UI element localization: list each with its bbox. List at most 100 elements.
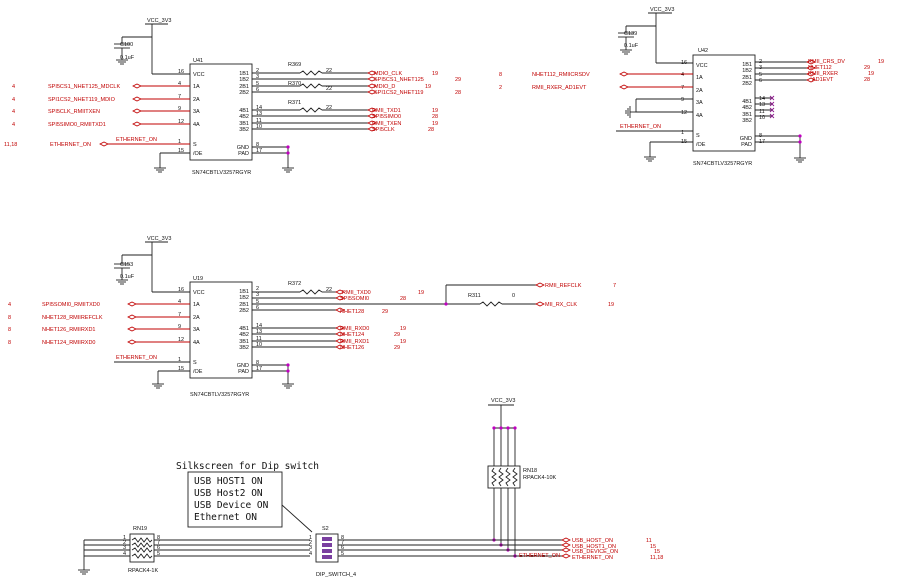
s2-pins-right-5: 5 bbox=[341, 551, 344, 557]
u42-pin-name-pad: PAD bbox=[741, 142, 752, 148]
u42-rnet1-sheet: 19 bbox=[878, 59, 884, 65]
rn19-pins-left-3: 3 bbox=[123, 545, 126, 551]
u41-rnet3: MDIO_D bbox=[374, 84, 395, 90]
u19-rnet7: NHET126 bbox=[340, 345, 364, 351]
s2-pins-left-4: 4 bbox=[309, 551, 312, 557]
u19-rnet4: RMII_RXD0 bbox=[340, 326, 369, 332]
u42-pin-name-3b2: 3B2 bbox=[742, 118, 752, 124]
u41-pin-num-10: 10 bbox=[256, 124, 262, 130]
u19-pin-num-3: 3 bbox=[256, 292, 259, 298]
u42-s-net: ETHERNET_ON bbox=[620, 124, 661, 130]
u42-pin-num-10: 10 bbox=[759, 115, 765, 121]
u42-rnet1: RMII_CRS_DV bbox=[808, 59, 845, 65]
u42-net1-sheet: 8 bbox=[499, 72, 502, 78]
u42-pin-num-9: 9 bbox=[681, 97, 684, 103]
u19-pin-num-4: 4 bbox=[178, 299, 181, 305]
c153-value: 0.1uF bbox=[120, 274, 135, 280]
u42-net1-label: NHET112_RMIICRSDV bbox=[532, 72, 590, 78]
u41-rnet3-sheet: 19 bbox=[425, 84, 431, 90]
u41-left-net-wires bbox=[99, 83, 190, 173]
u19-pin-num-10: 10 bbox=[256, 342, 262, 348]
u41-rnet4-sheet: 28 bbox=[455, 90, 461, 96]
c139-ref: C139 bbox=[624, 31, 637, 37]
u19-rnet1-sheet: 19 bbox=[418, 290, 424, 296]
u19-pin-name-3b2: 3B2 bbox=[239, 345, 249, 351]
u42-pin-name-oe: /OE bbox=[696, 142, 706, 148]
rn18-body bbox=[487, 465, 521, 489]
silkscreen-title: Silkscreen for Dip switch bbox=[176, 461, 319, 472]
silkscreen-line-4: Ethernet ON bbox=[194, 512, 257, 523]
u41-rnet8: SPI5CLK bbox=[372, 127, 395, 133]
u41-pin-num-2: 2 bbox=[256, 68, 259, 74]
u41-pin-num-16: 16 bbox=[178, 69, 184, 75]
u41-pin-num-5: 5 bbox=[256, 81, 259, 87]
dip-net-2-sheet: 15 bbox=[650, 544, 656, 550]
silkscreen-note: Silkscreen for Dip switch USB HOST1 ON U… bbox=[176, 461, 319, 533]
u41-net1-sheet: 4 bbox=[12, 84, 15, 90]
u19-pin-name-3b1: 3B1 bbox=[239, 339, 249, 345]
u19-rnet1: RMII_TXD0 bbox=[342, 290, 371, 296]
u42-ref: U42 bbox=[698, 48, 708, 54]
u19-net3-label: NHET126_RMIIRXD1 bbox=[42, 327, 96, 333]
u42-pin-num-16: 16 bbox=[681, 60, 687, 66]
u42-pin-name-2a: 2A bbox=[696, 88, 703, 94]
u41-rnet6: SPI5SIMO0 bbox=[372, 114, 401, 120]
u19-pin-name-4b2: 4B2 bbox=[239, 332, 249, 338]
u19-rnet2-sheet: 28 bbox=[400, 296, 406, 302]
u41-part: SN74CBTLV3257RGYR bbox=[192, 170, 251, 176]
u41-rnet6-sheet: 28 bbox=[432, 114, 438, 120]
dip-section: VCC_3V3 RN18 RPACK4-10K RN19 RPAC bbox=[78, 398, 663, 578]
u19-net1-sheet: 4 bbox=[8, 302, 11, 308]
u19-rnet6-sheet: 19 bbox=[400, 339, 406, 345]
u41-pin-name-3b1: 3B1 bbox=[239, 121, 249, 127]
u42-left-wires bbox=[616, 71, 693, 162]
u19-net3-sheet: 8 bbox=[8, 327, 11, 333]
u41-pin-num-7: 7 bbox=[178, 94, 181, 100]
u42-rnet3-sheet: 19 bbox=[868, 71, 874, 77]
u42-net2-sheet: 2 bbox=[499, 85, 502, 91]
u41-s-net: ETHERNET_ON bbox=[116, 137, 157, 143]
u41-net1-label: SPI5CS1_NHET125_MDCLK bbox=[48, 84, 120, 90]
u42-pin-num-11: 11 bbox=[759, 109, 765, 115]
s2-value: DIP_SWITCH_4 bbox=[316, 572, 356, 578]
r371-ref: R371 bbox=[288, 100, 301, 106]
u41-pin-name-3b2: 3B2 bbox=[239, 127, 249, 133]
u19-net4-sheet: 8 bbox=[8, 340, 11, 346]
u41-net5-sheet: 11,18 bbox=[4, 142, 17, 148]
c100-value: 0.1uF bbox=[120, 55, 135, 61]
u41-pin-name-vcc: VCC bbox=[193, 72, 205, 78]
rn19-pins-left-1: 1 bbox=[123, 535, 126, 541]
u19-far1: RMII_REFCLK bbox=[545, 283, 582, 289]
u19-pin-num-9: 9 bbox=[178, 324, 181, 330]
u41-pin-num-14: 14 bbox=[256, 105, 262, 111]
u19-net2-label: NHET128_RMIIREFCLK bbox=[42, 315, 103, 321]
s2-body bbox=[315, 533, 339, 563]
u19-rnet3-sheet: 29 bbox=[382, 309, 388, 315]
u41-pin-num-6: 6 bbox=[256, 87, 259, 93]
u42-rnet3: RMII_RXER bbox=[808, 71, 838, 77]
u41-rnet1: MDIO_CLK bbox=[374, 71, 402, 77]
u41-rnet5: RMII_TXD1 bbox=[372, 108, 401, 114]
rn19-pins-left-2: 2 bbox=[123, 540, 126, 546]
dip-net-3-sheet: 15 bbox=[654, 549, 660, 555]
u41-net4-sheet: 4 bbox=[12, 122, 15, 128]
rn19-pins-left-4: 4 bbox=[123, 551, 126, 557]
u42-rnet2: NHET112 bbox=[808, 65, 832, 71]
rn18-ref: RN18 bbox=[523, 468, 537, 474]
u42-body bbox=[692, 54, 756, 152]
u19-body bbox=[189, 281, 253, 379]
r311-value: 0 bbox=[512, 293, 515, 299]
u41-block: VCC_3V3 C100 0.1uF U41 SN74CBTLV3257RGYR… bbox=[4, 18, 461, 176]
u42-pin-num-1: 1 bbox=[681, 130, 684, 136]
u42-pin-num-5: 5 bbox=[759, 72, 762, 78]
u41-pin-num-15: 15 bbox=[178, 148, 184, 154]
r370-ref: R370 bbox=[288, 81, 301, 87]
dip-net-4: ETHERNET_ON bbox=[572, 555, 613, 561]
r369-value: 22 bbox=[326, 68, 332, 74]
u42-net2-label: RMII_RXER_AD1EVT bbox=[532, 85, 587, 91]
u42-rnet4-sheet: 28 bbox=[864, 77, 870, 83]
u19-pin-name-pad: PAD bbox=[238, 369, 249, 375]
u19-pin-num-17: 17 bbox=[256, 366, 262, 372]
